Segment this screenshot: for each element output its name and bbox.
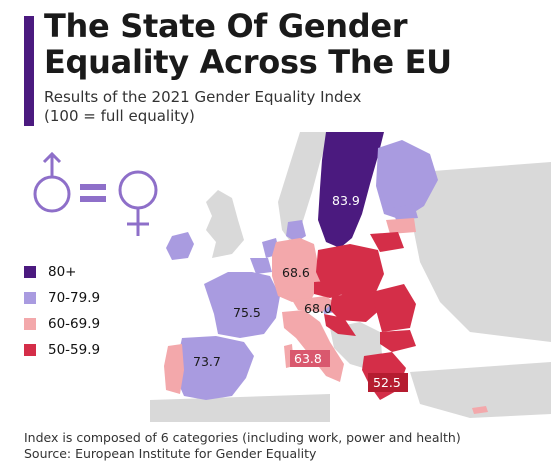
norway-region xyxy=(278,132,330,244)
europe-map: 83.9 75.5 68.6 68.0 73.7 63.8 52.5 xyxy=(33,132,551,422)
legend-label: 60-69.9 xyxy=(48,315,101,332)
romania-region xyxy=(372,284,416,332)
map-label-spain: 73.7 xyxy=(193,354,221,369)
footer-source: Source: European Institute for Gender Eq… xyxy=(24,446,317,461)
legend: 80+ 70-79.9 60-69.9 50-59.9 xyxy=(24,262,100,366)
finland-region xyxy=(376,140,438,220)
map-label-france: 75.5 xyxy=(233,305,261,320)
portugal-region xyxy=(164,344,184,394)
spain-region xyxy=(176,336,254,400)
male-symbol-circle xyxy=(33,175,71,213)
female-symbol-circle xyxy=(118,170,158,210)
map-label-sweden: 83.9 xyxy=(332,193,360,208)
legend-item-80-plus: 80+ xyxy=(24,262,100,281)
map-label-italy: 63.8 xyxy=(294,351,322,366)
footer: Index is composed of 6 categories (inclu… xyxy=(24,430,544,462)
map-label-greece: 52.5 xyxy=(373,375,401,390)
czechia-region xyxy=(314,280,350,298)
slovakia-hungary-region xyxy=(330,292,382,322)
map-label-germany: 68.6 xyxy=(282,265,310,280)
equals-bar-bottom xyxy=(80,196,106,202)
russia-east-region xyxy=(412,162,551,342)
bulgaria-region xyxy=(380,330,416,352)
legend-item-50-59: 50-59.9 xyxy=(24,340,100,359)
lithuania-region xyxy=(370,232,404,252)
france-region xyxy=(204,272,280,338)
subtitle-line-1: Results of the 2021 Gender Equality Inde… xyxy=(44,88,362,106)
legend-swatch xyxy=(24,291,36,304)
ireland-region xyxy=(166,232,194,260)
belgium-region xyxy=(250,258,272,274)
denmark-region xyxy=(286,220,306,242)
legend-item-70-79: 70-79.9 xyxy=(24,288,100,307)
subtitle: Results of the 2021 Gender Equality Inde… xyxy=(44,88,524,126)
germany-region xyxy=(272,238,320,302)
sweden-region xyxy=(318,132,384,248)
footer-note: Index is composed of 6 categories (inclu… xyxy=(24,430,461,445)
page-title: The State Of Gender Equality Across The … xyxy=(44,8,544,80)
north-africa-region xyxy=(150,394,330,422)
legend-swatch xyxy=(24,265,36,278)
malta-cyprus-region xyxy=(472,406,488,414)
title-line-1: The State Of Gender xyxy=(44,7,408,45)
title-line-2: Equality Across The EU xyxy=(44,43,452,81)
equals-bar-top xyxy=(80,184,106,190)
legend-label: 80+ xyxy=(48,263,77,280)
male-symbol-arrow xyxy=(42,151,62,164)
map-label-greece-bg xyxy=(368,373,408,392)
map-label-czechia: 68.0 xyxy=(304,301,332,316)
turkey-region xyxy=(410,362,551,418)
legend-item-60-69: 60-69.9 xyxy=(24,314,100,333)
subtitle-line-2: (100 = full equality) xyxy=(44,107,195,125)
accent-bar xyxy=(24,16,34,126)
croatia-region xyxy=(324,314,356,336)
male-equals-female-icon xyxy=(33,151,158,236)
austria-region xyxy=(292,296,334,312)
legend-label: 50-59.9 xyxy=(48,341,101,358)
legend-label: 70-79.9 xyxy=(48,289,101,306)
legend-swatch xyxy=(24,343,36,356)
uk-region xyxy=(206,190,244,258)
legend-swatch xyxy=(24,317,36,330)
estonia-region xyxy=(392,204,418,220)
map-label-italy-bg xyxy=(290,350,330,367)
latvia-region xyxy=(386,218,416,234)
